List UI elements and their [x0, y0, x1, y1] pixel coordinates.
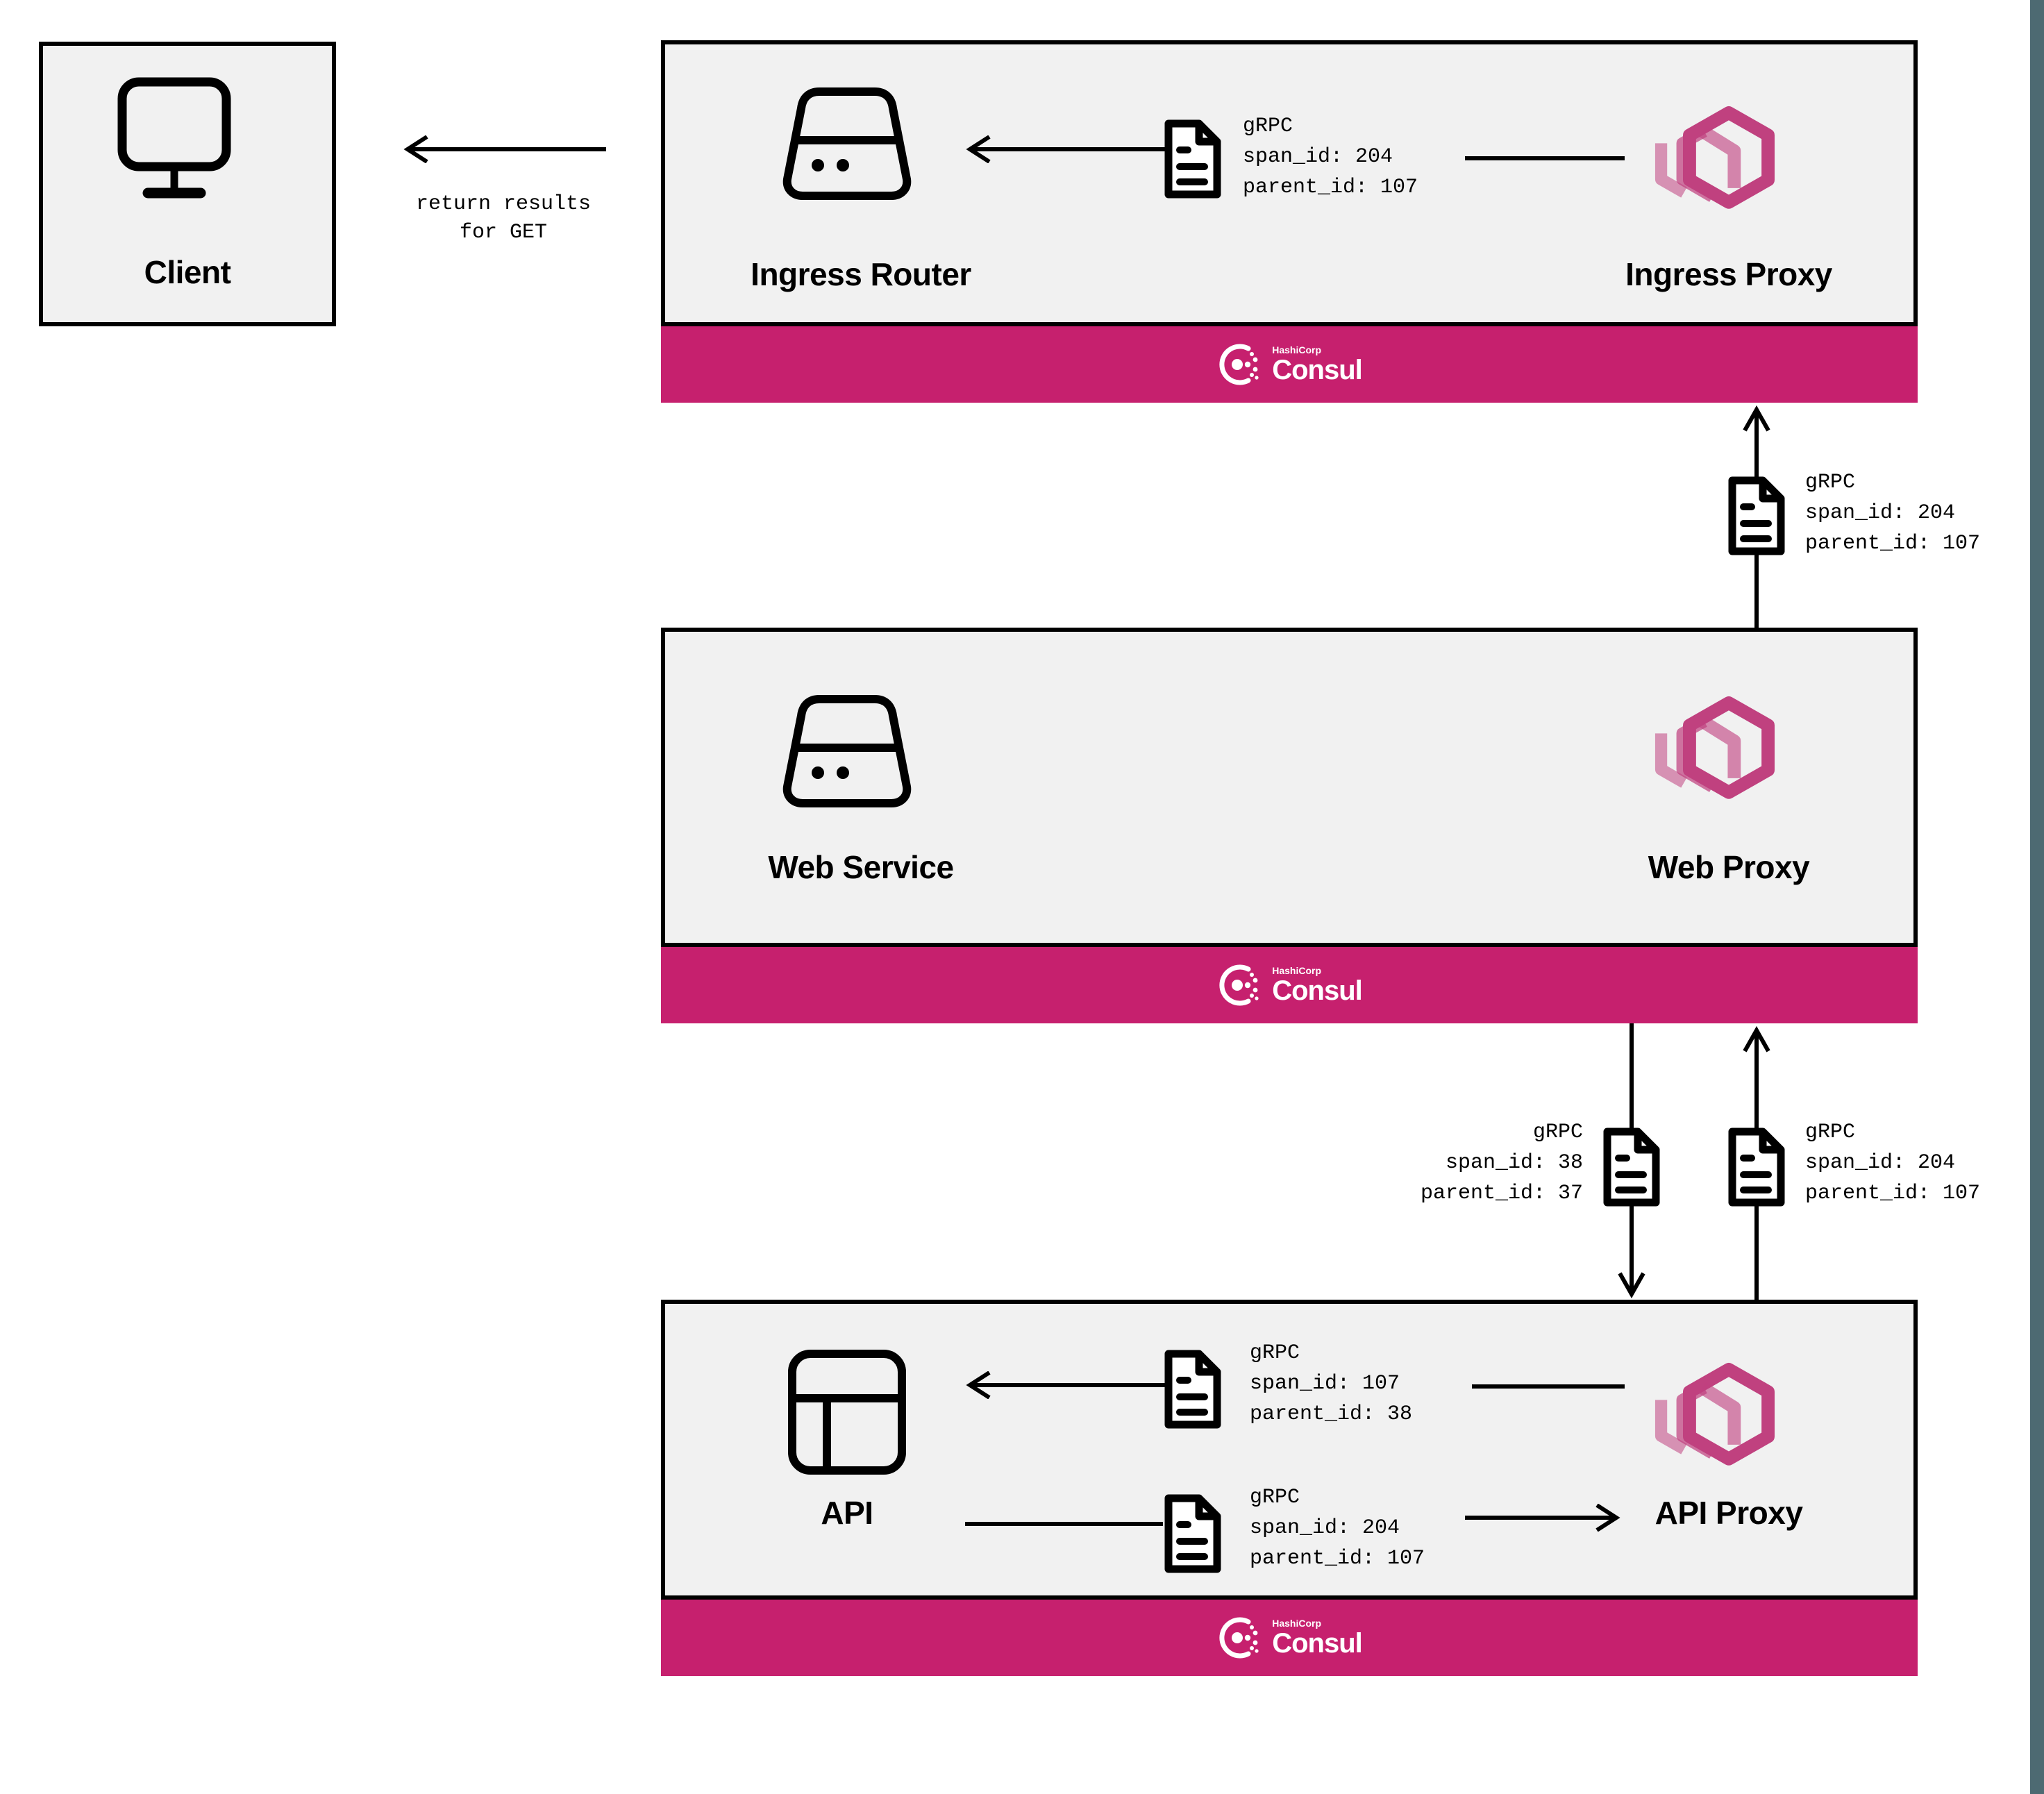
consul-vendor-label: HashiCorp — [1272, 1618, 1322, 1629]
ingress-to-web-protocol: gRPC — [1805, 471, 1856, 494]
consul-product-label: Consul — [1272, 1628, 1363, 1659]
document-icon — [1600, 1125, 1663, 1209]
api-to-web-parent-id: parent_id: 107 — [1805, 1182, 1981, 1205]
api-trace-in-span-id: span_id: 107 — [1250, 1372, 1400, 1395]
monitor-icon — [104, 76, 271, 208]
ingress-proxy-title: Ingress Proxy — [1625, 256, 1832, 292]
consul-product-label: Consul — [1272, 355, 1363, 385]
ingress-trace-parent-id: parent_id: 107 — [1243, 176, 1418, 199]
api-trace-out-parent-id: parent_id: 107 — [1250, 1547, 1425, 1570]
return-results-label-line2: for GET — [459, 221, 548, 244]
consul-band-api: HashiCorp Consul — [661, 1600, 1918, 1676]
consul-product-label: Consul — [1272, 975, 1363, 1006]
return-results-label-line1: return results — [415, 192, 592, 216]
api-trace-in-connector-line — [1472, 1380, 1625, 1389]
client-title: Client — [144, 254, 231, 290]
consul-logo-icon — [1219, 964, 1259, 1006]
consul-logo: HashiCorp Consul — [1216, 1615, 1363, 1661]
api-to-web-span-id: span_id: 204 — [1805, 1151, 1956, 1175]
api-trace-out-span-id: span_id: 204 — [1250, 1516, 1400, 1540]
ingress-trace-span-id: span_id: 204 — [1243, 145, 1393, 169]
consul-logo: HashiCorp Consul — [1216, 342, 1363, 387]
api-trace-in-protocol: gRPC — [1250, 1341, 1300, 1365]
server-icon — [771, 76, 930, 201]
api-inbound-arrow — [962, 1370, 1170, 1400]
web-to-api-span-id: span_id: 38 — [1445, 1151, 1583, 1175]
web-to-api-protocol: gRPC — [1532, 1121, 1583, 1144]
api-to-web-protocol: gRPC — [1805, 1121, 1856, 1144]
document-icon — [1725, 473, 1788, 558]
consul-vendor-label: HashiCorp — [1272, 344, 1322, 355]
web-proxy-title: Web Proxy — [1648, 849, 1810, 885]
document-icon — [1162, 117, 1224, 201]
api-title: API — [821, 1495, 873, 1531]
proxy-hexagons-icon — [1652, 1361, 1805, 1472]
ingress-inbound-arrow — [962, 135, 1170, 164]
api-trace-out-protocol: gRPC — [1250, 1486, 1300, 1509]
consul-logo: HashiCorp Consul — [1216, 962, 1363, 1008]
api-to-proxy-arrow — [1465, 1503, 1625, 1532]
api-outbound-line — [965, 1518, 1163, 1526]
consul-band-web: HashiCorp Consul — [661, 947, 1918, 1023]
client-box — [39, 42, 336, 326]
proxy-hexagons-icon — [1652, 104, 1805, 215]
web-service-title: Web Service — [768, 849, 954, 885]
api-proxy-title: API Proxy — [1655, 1495, 1803, 1531]
ingress-to-web-span-id: span_id: 204 — [1805, 501, 1956, 525]
consul-logo-icon — [1219, 1617, 1259, 1659]
api-panel-icon — [781, 1347, 913, 1479]
ingress-router-title: Ingress Router — [751, 256, 971, 292]
consul-logo-icon — [1219, 344, 1259, 385]
server-icon — [771, 684, 930, 809]
document-icon — [1162, 1347, 1224, 1432]
ingress-to-web-parent-id: parent_id: 107 — [1805, 532, 1981, 555]
consul-vendor-label: HashiCorp — [1272, 965, 1322, 976]
consul-band-ingress: HashiCorp Consul — [661, 326, 1918, 403]
ingress-trace-protocol: gRPC — [1243, 115, 1293, 138]
right-edge-strip — [2030, 0, 2044, 1794]
document-icon — [1162, 1491, 1224, 1576]
proxy-hexagons-icon — [1652, 694, 1805, 805]
api-trace-in-parent-id: parent_id: 38 — [1250, 1402, 1413, 1426]
web-to-api-parent-id: parent_id: 37 — [1420, 1182, 1583, 1205]
document-icon — [1725, 1125, 1788, 1209]
ingress-proxy-connector-line — [1465, 152, 1625, 160]
return-results-arrow — [399, 135, 608, 164]
